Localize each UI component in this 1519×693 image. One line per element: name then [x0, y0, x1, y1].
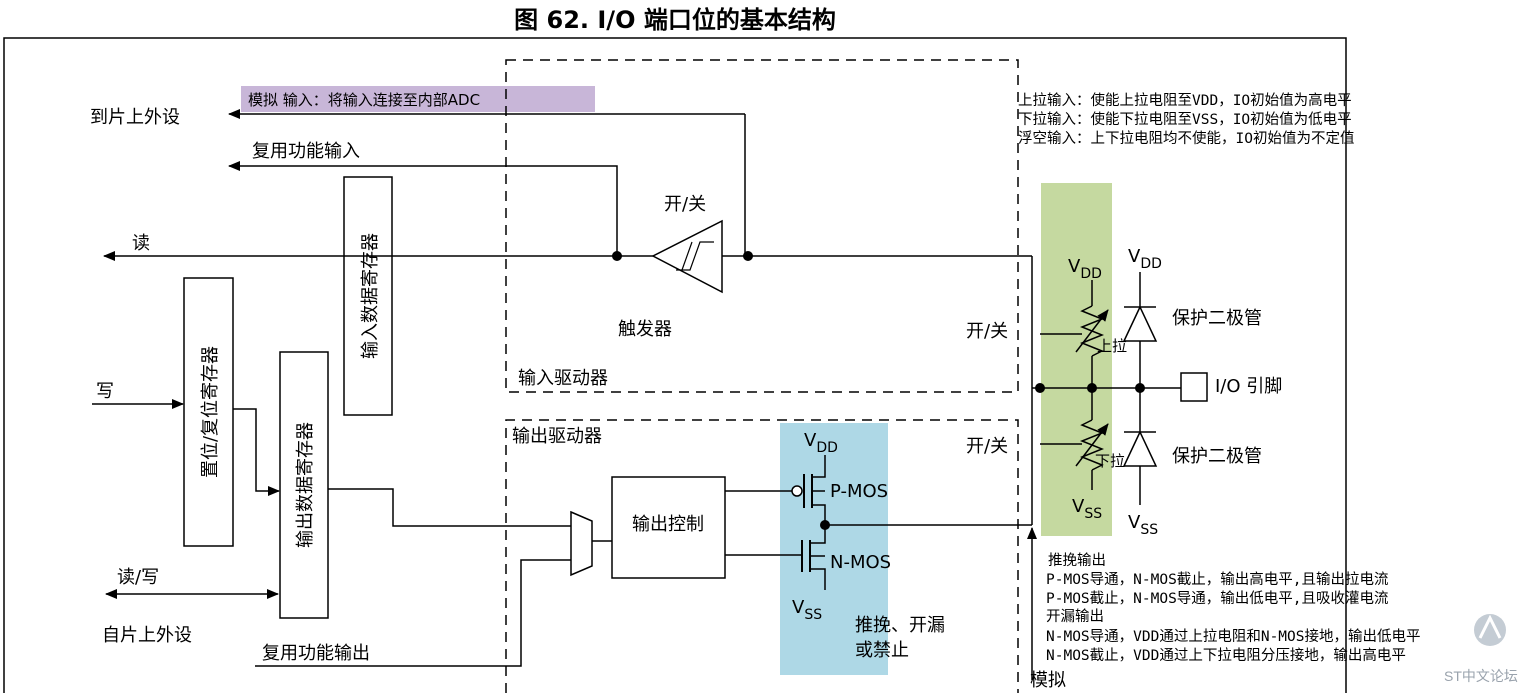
subscript: SS: [1084, 506, 1102, 522]
note-top-0: 上拉输入：使能上拉电阻至VDD，IO初始值为高电平: [1018, 92, 1352, 109]
push-pull-label: 推挽、开漏: [855, 615, 945, 636]
output-multiplexer: [570, 510, 593, 577]
subscript: SS: [1140, 522, 1158, 538]
io-pin: [1180, 372, 1208, 402]
input-driver-label: 输入驱动器: [518, 368, 608, 389]
pmos-label: P-MOS: [830, 481, 888, 502]
output-band: [780, 423, 888, 675]
watermark: ST中文论坛: [1444, 614, 1518, 684]
analog-band: [241, 86, 595, 112]
pull-up-label: 上拉: [1097, 337, 1127, 355]
pmos-transistor: [803, 455, 826, 525]
output-driver-label: 输出驱动器: [512, 426, 602, 447]
vdd-pull-label: VDD: [1068, 256, 1102, 282]
figure-title: 图 62. I/O 端口位的基本结构: [514, 6, 836, 34]
output-notes: 推挽输出 P-MOS导通，N-MOS截止，输出高电平,且输出拉电流 P-MOS截…: [1046, 552, 1421, 664]
input-data-register-label: 输入数据寄存器: [360, 233, 381, 359]
alt-output-label: 复用功能输出: [262, 643, 370, 664]
output-control-label: 输出控制: [632, 514, 704, 535]
pull-down-label: 下拉: [1095, 452, 1125, 470]
note-top-1: 下拉输入：使能下拉电阻至VSS，IO初始值为低电平: [1018, 111, 1352, 128]
switch-top-label: 开/关: [664, 194, 706, 215]
nmos-label: N-MOS: [830, 552, 891, 573]
input-driver-box: [505, 59, 1019, 393]
output-data-register-label: 输出数据寄存器: [295, 422, 316, 548]
or-disabled-label: 或禁止: [855, 640, 909, 661]
vss-pull-label: VSS: [1072, 496, 1102, 522]
pull-down-resistor: [1040, 388, 1109, 490]
outer-frame: [3, 37, 1347, 693]
output-control-block: [611, 476, 726, 579]
note-bottom-4: N-MOS导通，VDD通过上拉电阻和N-MOS接地，输出低电平: [1046, 628, 1421, 645]
nmos-transistor: [801, 525, 826, 590]
subscript: DD: [816, 440, 838, 456]
write-label: 写: [96, 381, 114, 402]
note-bottom-2: P-MOS截止，N-MOS导通，输出低电平,且吸收灌电流: [1046, 590, 1389, 607]
pull-up-resistor: [1040, 280, 1109, 388]
analog-input-label: 模拟 输入：将输入连接至内部ADC: [248, 91, 480, 109]
vss-diode-label: VSS: [1128, 512, 1158, 538]
switch-out-label: 开/关: [966, 436, 1008, 457]
bsrr-label: 置位/复位寄存器: [200, 346, 221, 478]
alt-input-label: 复用功能输入: [252, 141, 360, 162]
output-data-register: [279, 351, 329, 619]
subscript: DD: [1080, 266, 1102, 282]
analog-label: 模拟: [1030, 670, 1066, 691]
read-label: 读: [132, 233, 150, 254]
note-bottom-5: N-MOS截止，VDD通过上下拉电阻分压接地，输出高电平: [1046, 647, 1406, 664]
input-notes: 上拉输入：使能上拉电阻至VDD，IO初始值为高电平 下拉输入：使能下拉电阻至VS…: [1018, 92, 1354, 147]
watermark-text: ST中文论坛: [1444, 668, 1518, 684]
read-write-label: 读/写: [117, 567, 159, 588]
io-pin-label: I/O 引脚: [1215, 376, 1282, 397]
vdd-output-label: VDD: [804, 430, 838, 456]
pull-band: [1041, 183, 1112, 536]
schmitt-trigger: [651, 219, 723, 294]
note-bottom-3: 开漏输出: [1046, 608, 1104, 625]
subscript: DD: [1140, 256, 1162, 272]
input-data-register: [343, 176, 393, 416]
note-bottom-0: 推挽输出: [1048, 552, 1106, 569]
protection-diode-top: [1122, 272, 1158, 388]
note-bottom-1: P-MOS导通，N-MOS截止，输出高电平,且输出拉电流: [1046, 571, 1389, 588]
output-driver-box: [505, 419, 1019, 693]
from-peripheral-label: 自片上外设: [102, 625, 192, 646]
diode-top-label: 保护二极管: [1172, 308, 1262, 329]
diode-bottom-label: 保护二极管: [1172, 446, 1262, 467]
vdd-diode-label: VDD: [1128, 246, 1162, 272]
trigger-label: 触发器: [618, 319, 672, 340]
subscript: SS: [804, 607, 822, 623]
note-top-2: 浮空输入：上下拉电阻均不使能，IO初始值为不定值: [1018, 130, 1354, 147]
to-peripheral-label: 到片上外设: [90, 107, 180, 128]
protection-diode-bottom: [1122, 388, 1158, 505]
switch-mid-label: 开/关: [966, 321, 1008, 342]
vss-output-label: VSS: [792, 597, 822, 623]
bit-set-reset-register: [183, 277, 234, 547]
